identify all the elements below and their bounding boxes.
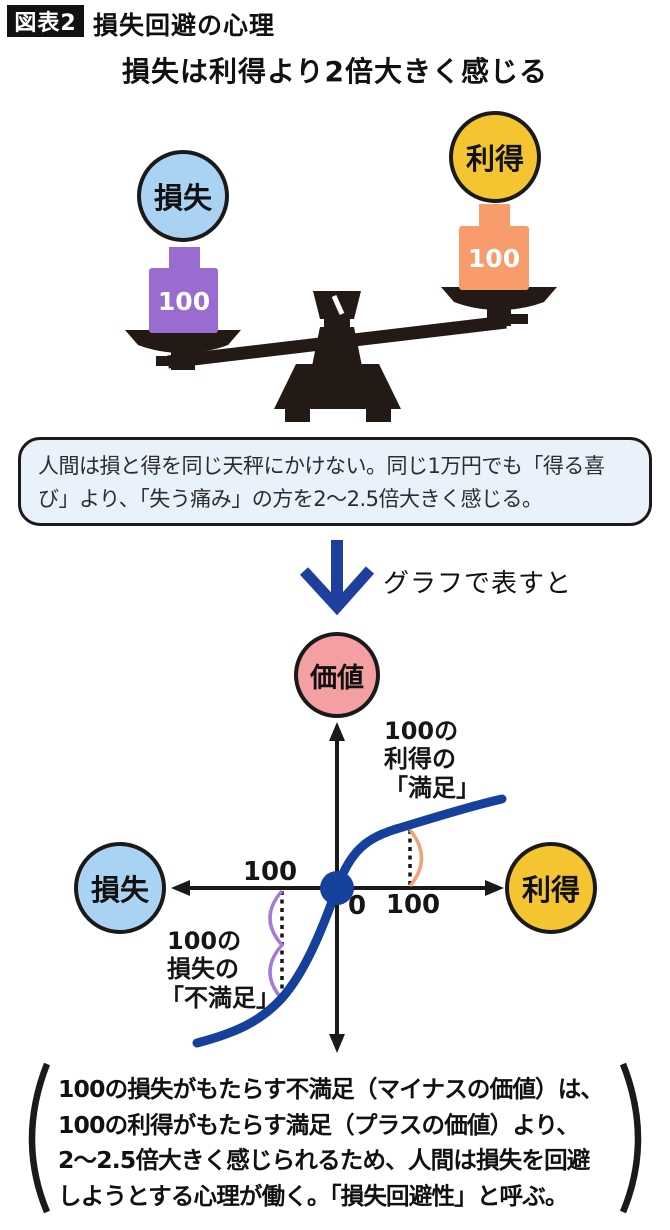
loss-annotation: 100の 損失の 「不満足」 — [160, 927, 280, 1012]
footer-line: 2〜2.5倍大きく感じられるため、人間は損失を回避 — [58, 1146, 590, 1174]
transition-label: グラフで表すと — [383, 569, 573, 599]
scale-loss-circle: 損失 — [137, 150, 229, 242]
scale-pointer-window — [331, 294, 345, 316]
gain-annotation-line: 利得の — [384, 745, 456, 773]
loss-weight-body — [149, 268, 218, 333]
graph-gain-circle: 利得 — [505, 842, 597, 934]
x-axis-left-arrowhead — [171, 880, 190, 896]
scale-neck — [324, 317, 350, 329]
loss-annotation-line: 100の — [167, 927, 241, 955]
footer-line: 100の損失がもたらす不満足（マイナスの価値）は、 — [58, 1075, 604, 1103]
scale-base — [274, 364, 401, 409]
origin-dot — [320, 871, 354, 905]
loss-axis-tick: 100 — [243, 857, 297, 887]
loss-weight: 100 — [149, 247, 218, 333]
scale-column — [312, 327, 362, 366]
scale-right-foot — [366, 409, 391, 422]
figure-badge: 図表2 — [7, 5, 84, 37]
footer-left-paren — [28, 1062, 51, 1214]
gain-annotation: 100の 利得の 「満足」 — [384, 717, 480, 802]
scale-left-foot — [285, 409, 310, 422]
graph-loss-circle: 損失 — [74, 842, 166, 934]
origin-tick: 0 — [348, 891, 366, 921]
gain-satisfaction-arc — [408, 828, 424, 888]
loss-weight-value: 100 — [158, 287, 210, 316]
footer-line: 100の利得がもたらす満足（プラスの価値）より、 — [58, 1110, 580, 1139]
subtitle: 損失は利得より2倍大きく感じる — [122, 55, 548, 88]
gain-weight-body — [459, 226, 529, 290]
gain-weight-value: 100 — [468, 244, 520, 273]
scale-gain-circle: 利得 — [449, 111, 541, 203]
gain-annotation-line: 「満足」 — [384, 774, 480, 802]
scale-left-pan-nub — [156, 356, 173, 366]
scale-left-pan-stem — [171, 350, 195, 370]
gain-axis-tick: 100 — [386, 890, 440, 920]
figure-title: 損失回避の心理 — [93, 11, 276, 40]
balance-scale: 100 100 — [125, 204, 557, 422]
footer-right-paren — [619, 1062, 642, 1214]
value-function-graph: 100 0 100 100の 利得の 「満足」 100の 損失の 「不満足」 — [160, 717, 507, 1053]
loss-weight-knob — [169, 247, 200, 270]
scale-left-pan — [125, 330, 241, 353]
gain-weight: 100 — [459, 204, 529, 290]
loss-dissatisfaction-arc — [268, 889, 285, 1001]
x-axis-right-arrowhead — [485, 880, 504, 896]
gain-annotation-line: 100の — [384, 717, 458, 745]
gain-weight-knob — [479, 204, 510, 227]
scale-right-pan-stem — [487, 306, 511, 326]
y-axis-top-arrowhead — [329, 722, 345, 741]
footer-explanation: 100の損失がもたらす不満足（マイナスの価値）は、 100の利得がもたらす満足（… — [58, 1072, 622, 1214]
loss-annotation-line: 損失の — [167, 955, 239, 983]
scale-right-pan — [441, 287, 557, 310]
down-arrow-icon — [299, 540, 375, 616]
scale-right-pan-nub — [511, 314, 528, 324]
footer-line: しようとする心理が働く。「損失回避性」と呼ぶ。 — [58, 1181, 568, 1210]
graph-value-circle: 価値 — [294, 632, 380, 718]
note-box: 人間は損と得を同じ天秤にかけない。同じ1万円でも「得る喜び」より、「失う痛み」の… — [18, 437, 652, 526]
loss-annotation-line: 「不満足」 — [160, 984, 280, 1012]
y-axis-bottom-arrowhead — [329, 1034, 345, 1053]
